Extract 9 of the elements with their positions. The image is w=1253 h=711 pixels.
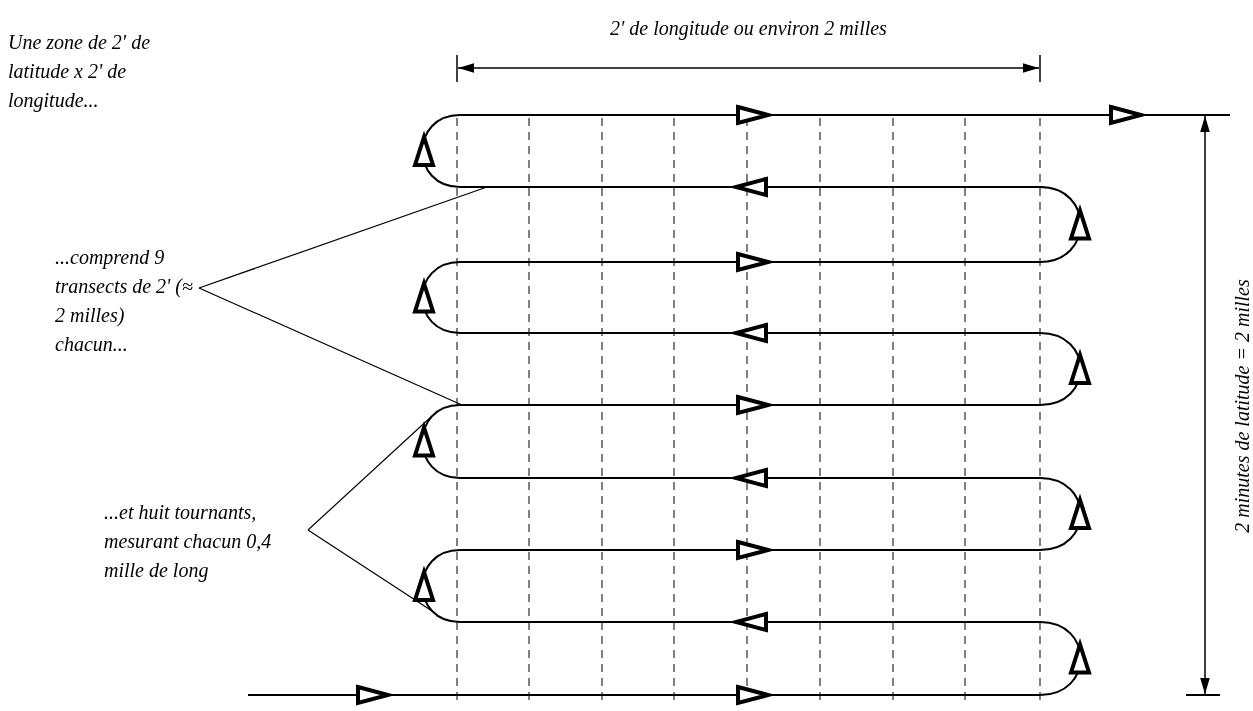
annotation-text: Une zone de 2' de latitude x 2' de longitude...	[8, 30, 151, 114]
annotation-text: 2' de longitude ou environ 2 milles	[609, 16, 888, 42]
leader-line	[307, 415, 433, 531]
leader-line	[198, 287, 463, 406]
callout-text: ...et huit tournants, mesurant chacun 0,4 mille de long	[104, 498, 304, 585]
callout-text: ...comprend 9 transects de 2' (≈ 2 milles) chacun...	[55, 243, 195, 359]
leader-line	[307, 529, 433, 612]
annotation-text: 2 minutes de latitude = 2 milles	[1229, 279, 1253, 533]
leader-line	[198, 186, 488, 289]
